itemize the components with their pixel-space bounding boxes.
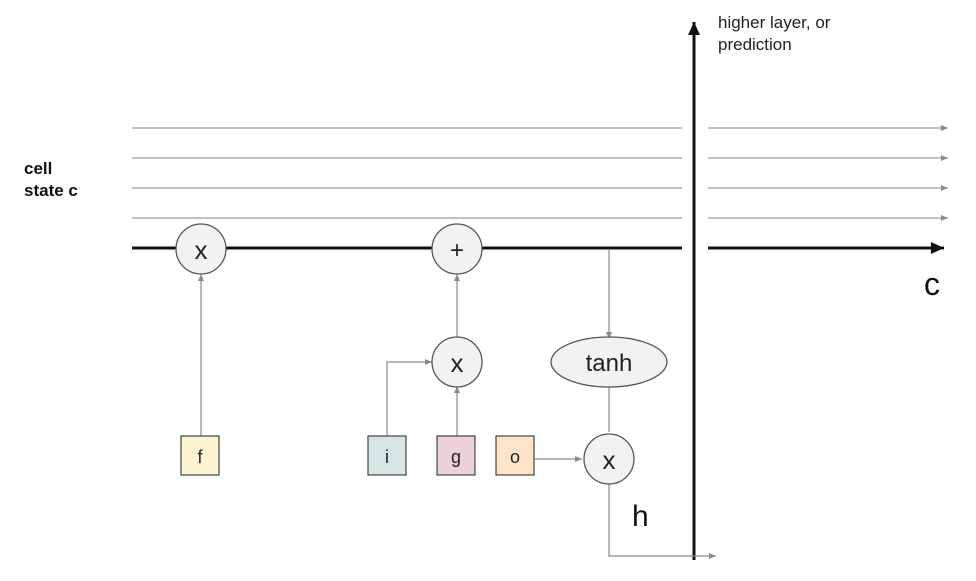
output-multiply-symbol: x bbox=[603, 445, 616, 475]
gate-g-label: g bbox=[451, 447, 461, 467]
cell-state-label-line1: cell bbox=[24, 159, 53, 178]
tanh-node: tanh bbox=[550, 336, 668, 388]
background-cell-lines-left bbox=[132, 127, 682, 219]
cell-state-label-line2: state c bbox=[24, 181, 78, 200]
higher-layer-label-line2: prediction bbox=[718, 35, 792, 54]
gate-i-box: i bbox=[367, 435, 407, 476]
input-multiply-node: x bbox=[431, 336, 483, 388]
forget-multiply-node: x bbox=[175, 223, 227, 275]
cell-state-label: cell state c bbox=[24, 158, 78, 202]
gate-g-box: g bbox=[436, 435, 476, 476]
c-output-label: c bbox=[924, 266, 940, 302]
gate-f-box: f bbox=[180, 435, 220, 476]
tanh-label: tanh bbox=[586, 350, 633, 377]
add-symbol: + bbox=[450, 237, 464, 264]
h-output-label: h bbox=[632, 500, 649, 533]
h-output-arrow bbox=[608, 484, 716, 559]
higher-layer-label: higher layer, or prediction bbox=[718, 12, 830, 56]
background-cell-lines-right bbox=[708, 125, 948, 221]
output-multiply-node: x bbox=[583, 433, 635, 485]
gate-o-box: o bbox=[495, 435, 535, 476]
i-to-input-mult-arrow bbox=[386, 359, 432, 436]
gate-f-label: f bbox=[197, 447, 203, 467]
add-node: + bbox=[431, 223, 483, 275]
higher-layer-label-line1: higher layer, or bbox=[718, 13, 831, 32]
gate-o-label: o bbox=[510, 447, 520, 467]
input-multiply-symbol: x bbox=[451, 348, 464, 378]
gate-i-label: i bbox=[385, 447, 389, 467]
forget-multiply-symbol: x bbox=[195, 235, 208, 265]
